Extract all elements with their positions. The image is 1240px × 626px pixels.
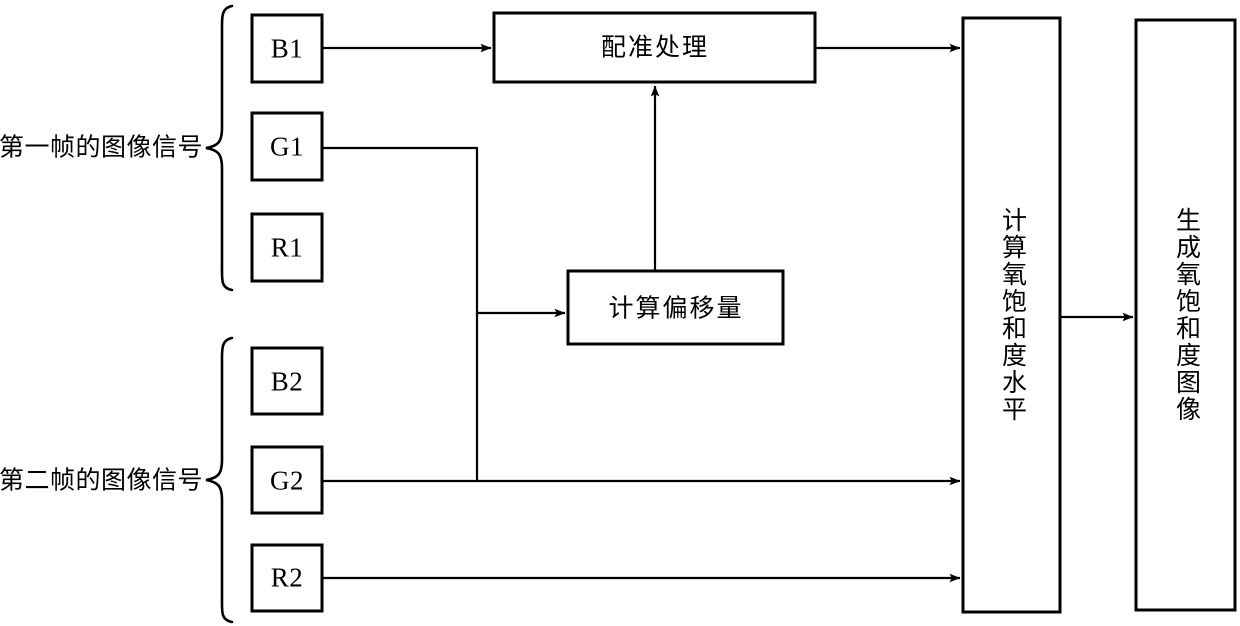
connector-g1-to-offset-calc bbox=[322, 146, 566, 318]
channel-box-r1[interactable] bbox=[250, 212, 324, 283]
channel-box-r2[interactable] bbox=[250, 543, 324, 613]
channel-label-g2: G2 bbox=[270, 465, 304, 496]
group-label-frame-2: 第二帧的图像信号 bbox=[0, 467, 204, 495]
process-label-oxygen-level: 计算氧饱和度水平 bbox=[998, 207, 1026, 423]
channel-label-b2: B2 bbox=[270, 366, 304, 397]
process-box-oxygen-image[interactable] bbox=[1134, 18, 1237, 612]
channel-label-b1: B1 bbox=[270, 33, 304, 64]
channel-label-r2: R2 bbox=[270, 562, 304, 593]
group-label-frame-1: 第一帧的图像信号 bbox=[0, 134, 204, 162]
process-box-oxygen-level[interactable] bbox=[961, 16, 1062, 614]
brace-frame-2 bbox=[205, 336, 234, 624]
process-label-oxygen-image: 生成氧饱和度图像 bbox=[1172, 207, 1200, 423]
process-label-offset-calc: 计算偏移量 bbox=[608, 295, 744, 323]
channel-box-b2[interactable] bbox=[250, 346, 324, 416]
process-box-offset-calc[interactable] bbox=[566, 269, 785, 346]
process-label-registration: 配准处理 bbox=[600, 34, 710, 62]
channel-label-g1: G1 bbox=[270, 131, 304, 162]
channel-label-r1: R1 bbox=[270, 232, 304, 263]
process-box-registration[interactable] bbox=[492, 11, 817, 84]
channel-box-g1[interactable] bbox=[250, 111, 324, 182]
brace-frame-1 bbox=[205, 4, 234, 292]
